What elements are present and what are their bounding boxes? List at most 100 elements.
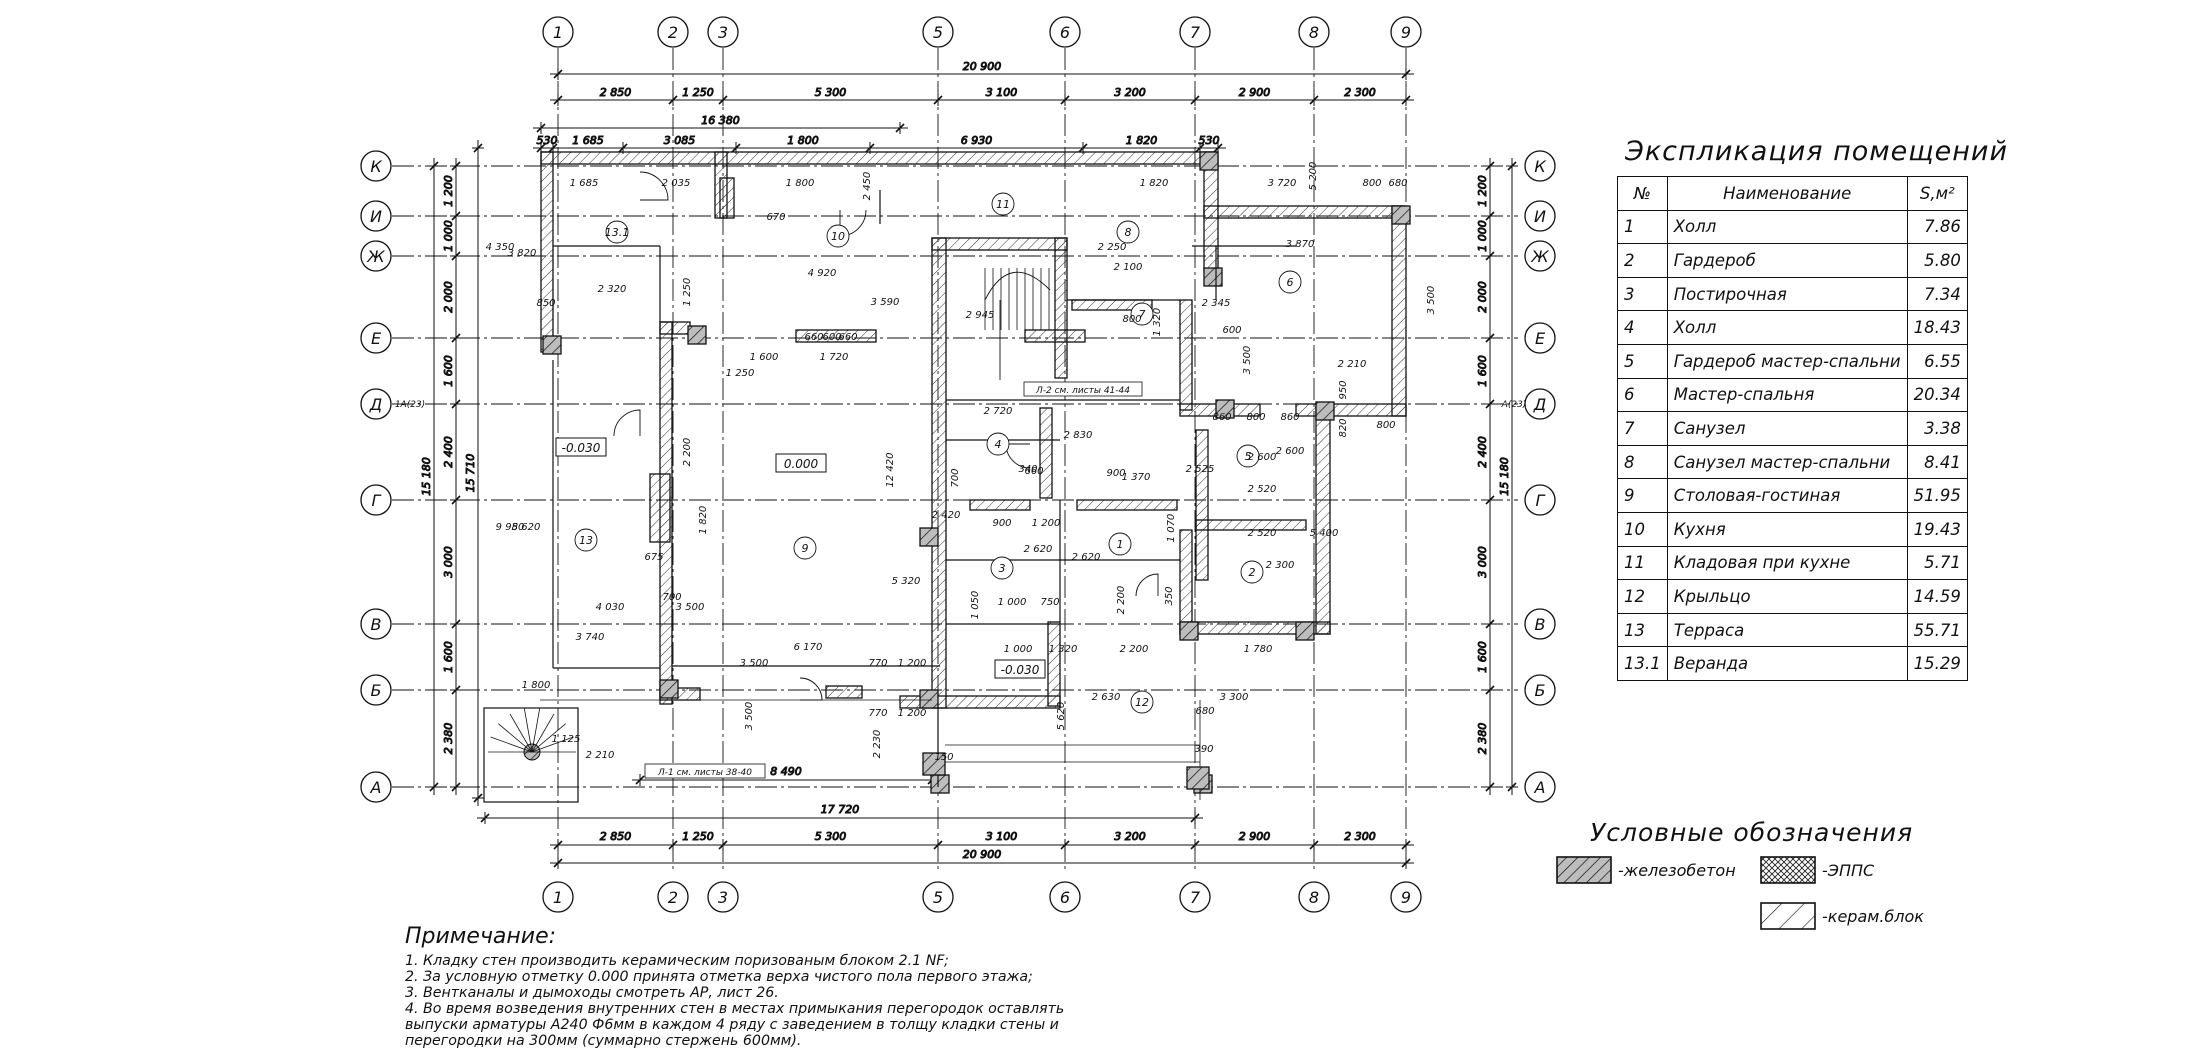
room-number: 7 [1139,308,1146,321]
explication-cell-area: 7.86 [1906,209,1968,245]
plan-dim-label: 2 600 [1276,446,1305,457]
plan-dim-label: 8 620 [512,522,541,533]
plan-dim-label: 3 870 [1286,239,1315,250]
wall [1179,299,1193,411]
axis-bubble [1179,881,1211,913]
level-mark-box [994,659,1046,679]
door-swing [1135,573,1159,597]
axis-label: Г [372,491,382,510]
explication-cell-num: 3 [1617,276,1668,312]
dim-label: 3 200 [1114,86,1146,99]
axis-label: А [370,778,382,797]
dim-label: 530 [537,134,558,147]
level-mark-box [775,453,827,473]
plan-dim-label: 2 200 [1116,586,1127,615]
axis-bubble [1524,150,1556,182]
dim-label: 20 900 [963,848,1002,861]
wall [931,237,947,709]
plan-dim-label: 1 200 [1032,518,1061,529]
axis-label: Д [369,395,383,414]
wall [1047,621,1061,707]
room-number: 10 [831,230,845,243]
axis-bubble [360,240,392,272]
explication-cell-name: Гардероб мастер-спальни [1666,343,1908,379]
explication-title: Экспликация помещений [1625,136,2009,167]
plan-dim-label: 5 620 [1056,702,1067,731]
axis-label: Е [371,329,382,348]
plan-dim-label: 2 100 [1114,262,1143,273]
plan-dim-label: 900 [992,518,1011,529]
legend-item-rc: -железобетон [1556,856,1736,884]
wall [1391,205,1407,417]
dim-label: 1 600 [442,641,455,673]
plan-dim-label: 1 050 [970,591,981,620]
wall [825,685,863,699]
plan-dim-label: 2 720 [984,406,1013,417]
room-number-circle [991,192,1015,216]
dim-label: 15 710 [464,454,477,493]
wall [1179,621,1199,641]
legend-label-ceramic: -керам.блок [1822,906,1924,926]
explication-cell-area: 3.38 [1906,411,1968,446]
note-line: 2. За условную отметку 0.000 принята отм… [405,969,1033,985]
explication-cell-name: Столовая-гостиная [1666,478,1908,513]
notes-list: 1. Кладку стен производить керамическим … [405,953,1165,1049]
section-mark: 1А(23) [395,400,425,410]
legend-label-rc: -железобетон [1618,860,1736,880]
stair-box [483,707,579,803]
explication-cell-num: 13 [1617,612,1668,648]
dim-label: 1 000 [1476,220,1489,252]
plan-dim-label: 5 400 [1310,528,1339,539]
explication-cell-num: 1 [1617,209,1668,245]
plan-dim-label: 860 [1212,412,1231,423]
explication-cell-name: Гардероб [1666,243,1908,278]
room-number: 13 [579,534,593,547]
axis-bubble [1524,771,1556,803]
explication-cell-name: Холл [1666,209,1908,245]
room-number: 2 [1249,566,1256,579]
plan-dim-label: 1 820 [698,506,709,535]
axis-label: 1 [553,23,563,42]
axis-label: 1 [553,888,563,907]
explication-cell-name: Мастер-спальня [1666,377,1908,413]
wall [1315,401,1335,421]
header-name: Наименование [1666,176,1908,211]
plan-dim-label: 3 500 [740,658,769,669]
plan-dim-label: 680 [1388,178,1407,189]
explication-cell-name: Кладовая при кухне [1666,545,1908,581]
axis-label: 9 [1401,23,1411,42]
axis-bubble [1049,16,1081,48]
plan-dim-label: 850 [536,298,555,309]
plan-dim-label: 1 685 [570,178,599,189]
stair-arc [984,271,1051,301]
room-number: 9 [802,542,809,555]
axis-label: Ж [366,247,385,266]
axis-bubble [1049,881,1081,913]
axis-bubble [360,771,392,803]
axis-label: И [1534,207,1546,226]
dim-label: 2 400 [1476,436,1489,468]
wall [1076,499,1178,511]
plan-dim-label: 1 250 [726,368,755,379]
dim-label: 3 100 [986,86,1018,99]
level-mark-box [555,437,607,457]
plan-dim-label: 2 035 [662,178,691,189]
room-number: 8 [1125,226,1132,239]
dim-label: 2 300 [1344,86,1376,99]
room-number-circle [574,528,598,552]
plan-dim-label: 390 [1194,744,1213,755]
ladder-tag: Л-2 см. листы 41-44 [1035,386,1130,396]
plan-dim-label: 150 [934,752,953,763]
dim-label: 3 000 [1476,546,1489,578]
room-number: 1 [1117,538,1124,551]
plan-dim-label: 2 945 [966,310,995,321]
plan-dim-label: 3 500 [1242,346,1253,375]
wall [1203,267,1223,287]
explication-cell-area: 19.43 [1906,511,1968,547]
room-number-circle [1278,270,1302,294]
axis-label: 5 [933,23,943,42]
